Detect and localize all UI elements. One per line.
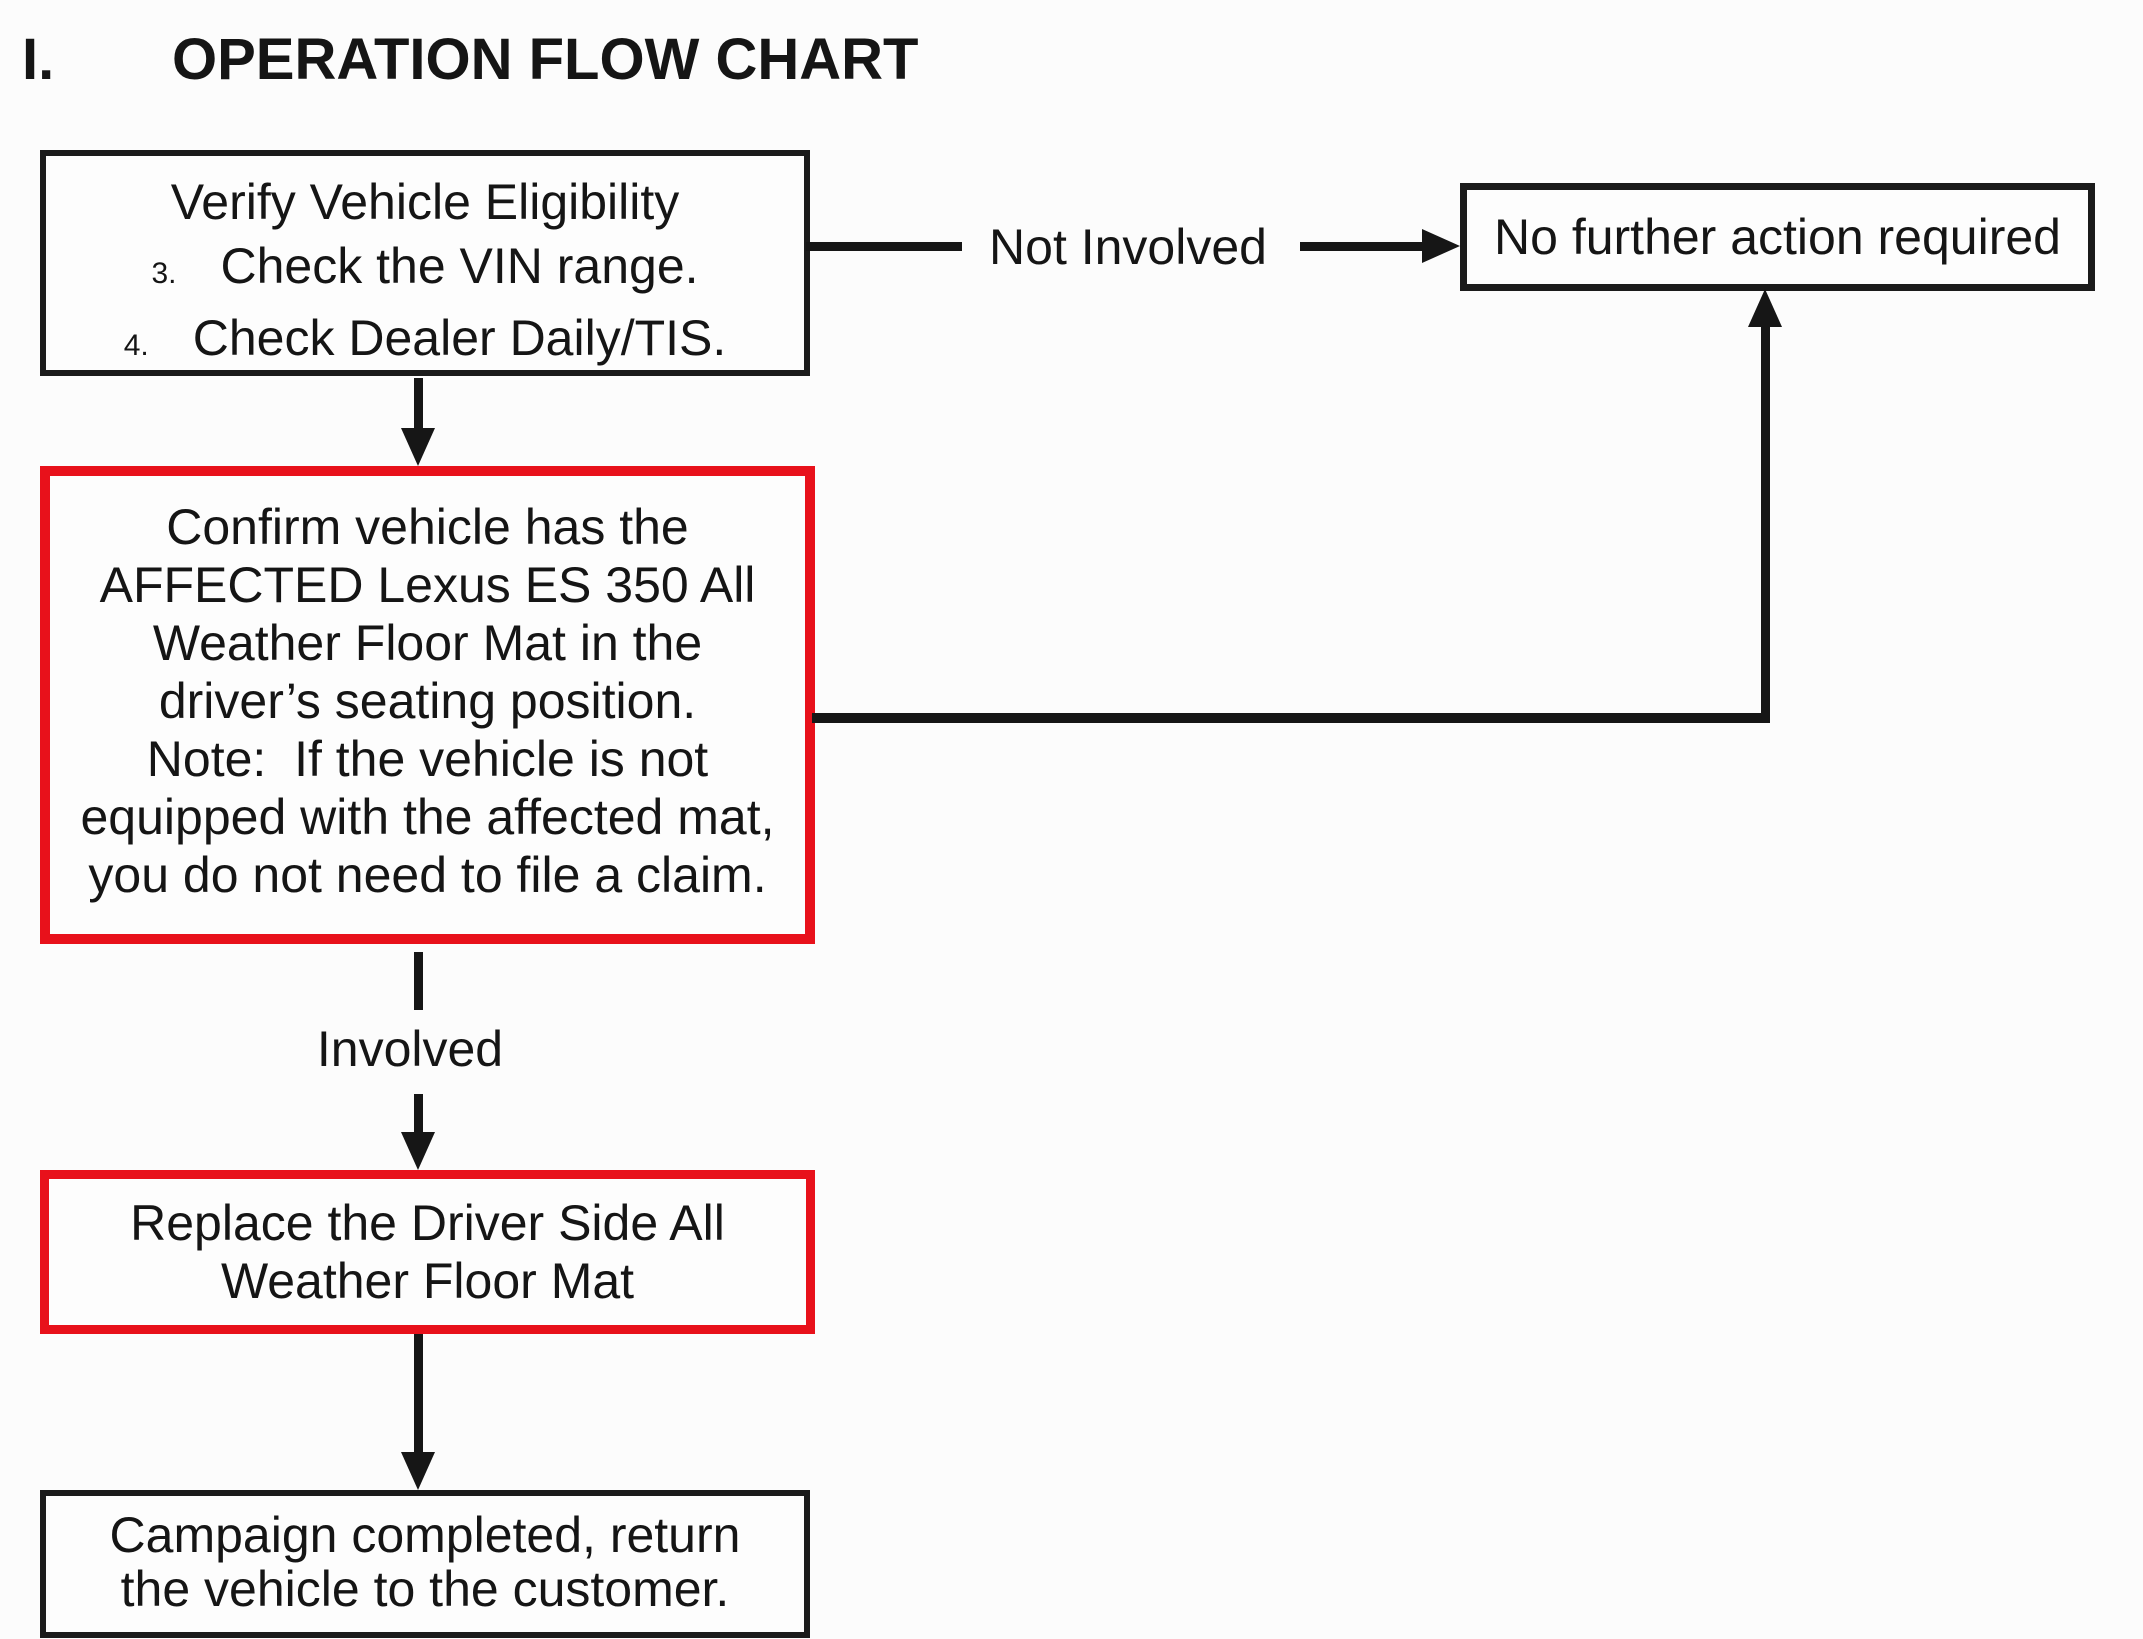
list-number: 4. [123, 329, 149, 362]
list-text: Check Dealer Daily/TIS. [192, 310, 727, 366]
confirm-line-1: Confirm vehicle has the [166, 499, 689, 555]
node-confirm-affected-mat: Confirm vehicle has the AFFECTED Lexus E… [40, 466, 815, 944]
node-verify-eligibility: Verify Vehicle Eligibility 3. Check the … [40, 150, 810, 376]
confirm-line-3: Weather Floor Mat in the [152, 615, 703, 671]
complete-line-1: Campaign completed, return [109, 1507, 741, 1563]
confirm-line-4: driver’s seating position. [158, 673, 697, 729]
arrowhead-replace-to-complete [401, 1452, 435, 1490]
connector-confirm-to-noaction-vertical [1761, 324, 1770, 723]
node-campaign-completed: Campaign completed, return the vehicle t… [40, 1490, 810, 1638]
section-numeral: I. [22, 27, 55, 92]
connector-confirm-to-replace-arrowline [414, 1094, 423, 1136]
connector-verify-to-noaction-right [1300, 242, 1424, 251]
node-verify-item-1: 3. Check the VIN range. [46, 234, 804, 306]
arrowhead-confirm-to-noaction [1748, 289, 1782, 327]
confirm-line-5: Note: If the vehicle is not [146, 731, 709, 787]
list-text: Check the VIN range. [220, 238, 699, 294]
complete-line-2: the vehicle to the customer. [120, 1561, 730, 1617]
node-replace-floor-mat: Replace the Driver Side All Weather Floo… [40, 1170, 815, 1334]
confirm-line-7: you do not need to file a claim. [88, 847, 767, 903]
arrowhead-verify-to-confirm [401, 428, 435, 466]
connector-verify-to-confirm [414, 378, 423, 434]
arrowhead-confirm-to-replace [401, 1132, 435, 1170]
node-no-further-action: No further action required [1460, 183, 2095, 291]
node-verify-item-2: 4. Check Dealer Daily/TIS. [46, 306, 804, 378]
connector-replace-to-complete [414, 1334, 423, 1456]
edge-label-involved: Involved [316, 1021, 504, 1077]
replace-line-1: Replace the Driver Side All [130, 1195, 725, 1251]
page-title: OPERATION FLOW CHART [172, 27, 919, 92]
edge-label-not-involved: Not Involved [989, 219, 1267, 275]
replace-line-2: Weather Floor Mat [220, 1253, 635, 1309]
list-number: 3. [151, 257, 177, 290]
arrowhead-verify-to-noaction [1422, 229, 1460, 263]
connector-verify-to-noaction-left [806, 242, 962, 251]
node-noaction-text: No further action required [1494, 209, 2061, 265]
connector-confirm-to-replace-stub [414, 952, 423, 1010]
connector-confirm-to-noaction-horizontal [812, 713, 1770, 723]
confirm-line-2: AFFECTED Lexus ES 350 All [99, 557, 756, 613]
confirm-line-6: equipped with the affected mat, [80, 789, 775, 845]
node-verify-heading: Verify Vehicle Eligibility [170, 174, 680, 230]
